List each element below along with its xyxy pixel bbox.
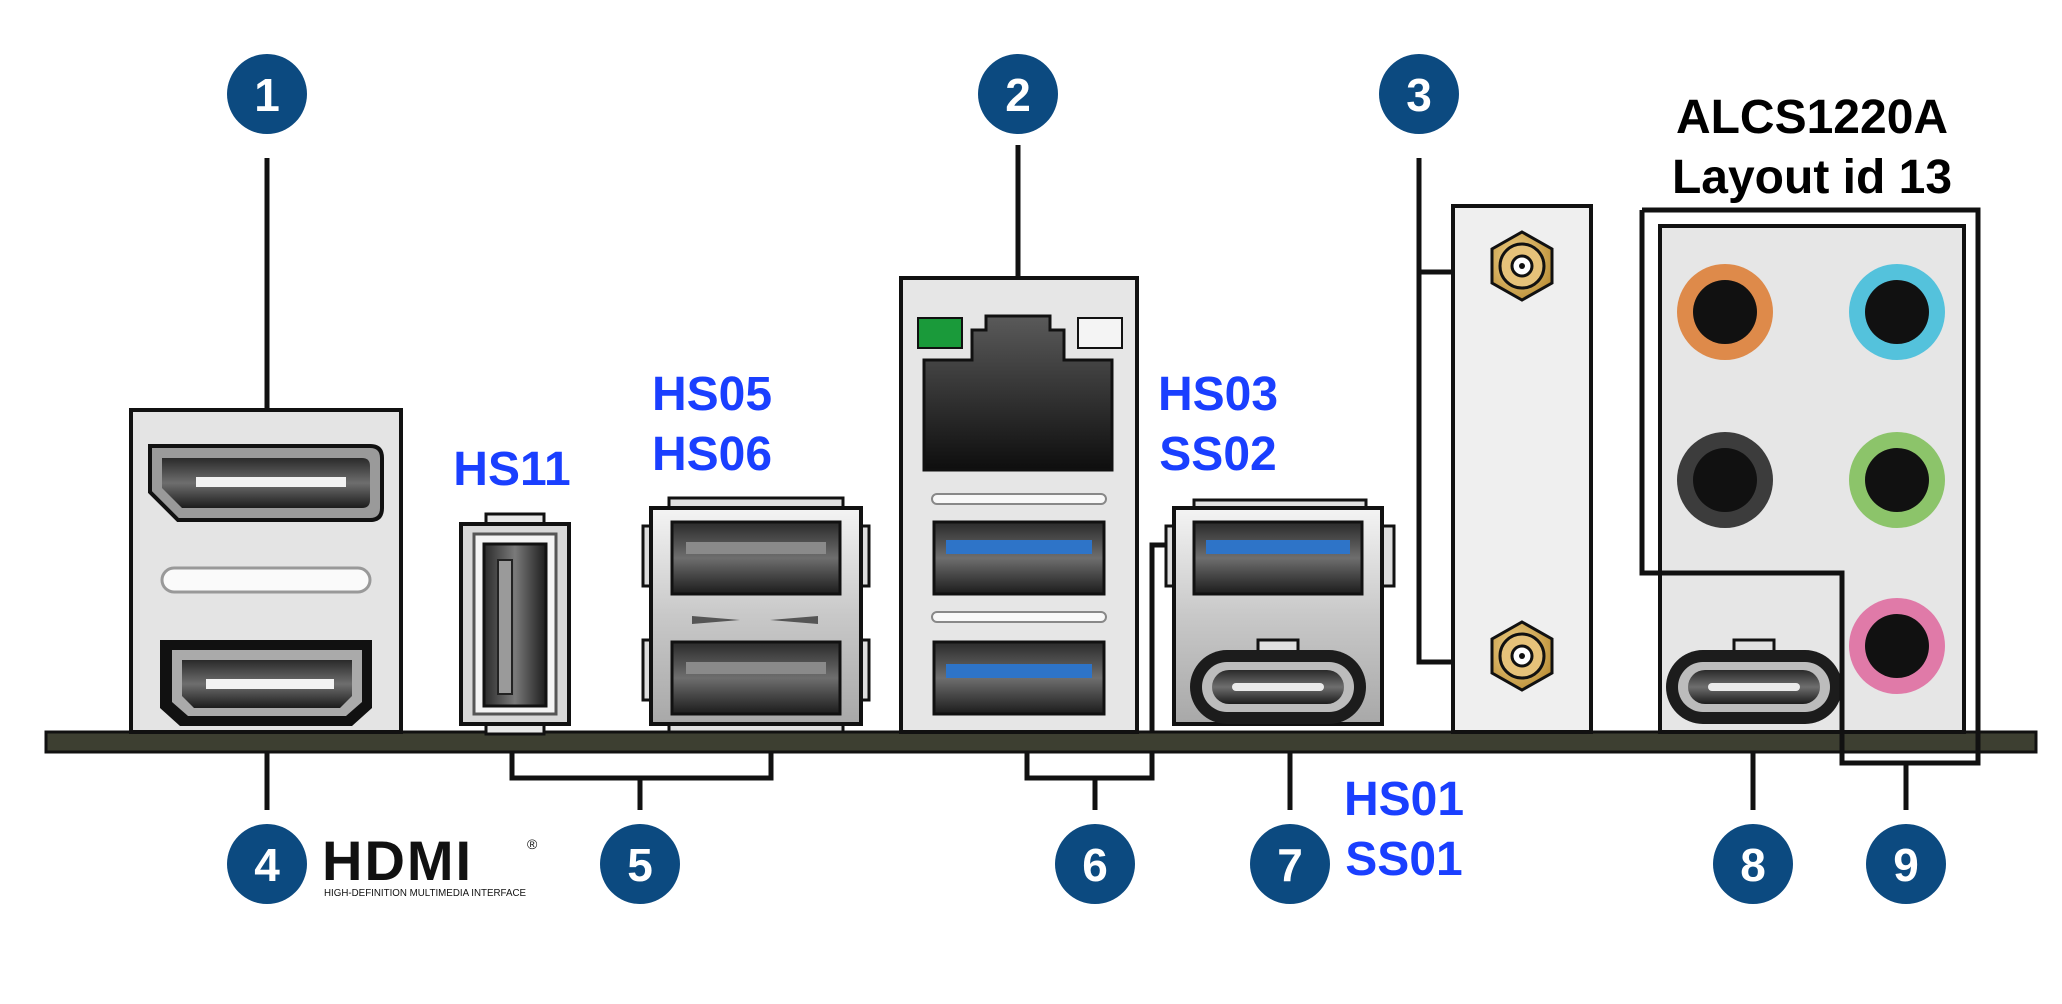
port-label-ss01: SS01	[1345, 833, 1462, 886]
badge-1: 1	[227, 54, 307, 134]
audio-jack-icon	[1677, 264, 1773, 360]
rj45-connector-icon	[922, 314, 1114, 472]
badge-2: 2	[978, 54, 1058, 134]
usb-a-connector-icon	[1192, 520, 1364, 596]
lan-led	[1077, 317, 1123, 349]
audio-jack-icon	[1849, 598, 1945, 694]
port-label-hs01: HS01	[1344, 773, 1464, 826]
badge-8: 8	[1713, 824, 1793, 904]
usb-c-connector-icon	[1666, 638, 1842, 724]
panel-slot	[160, 566, 372, 594]
hdmi-tagline: HIGH-DEFINITION MULTIMEDIA INTERFACE	[324, 888, 526, 899]
badge-6-number: 6	[1082, 839, 1108, 891]
badge-2-number: 2	[1005, 69, 1031, 121]
usb-a-connector-icon	[670, 520, 842, 596]
codec-title: ALCS1220A	[1676, 91, 1948, 144]
badge-6: 6	[1055, 824, 1135, 904]
lan-led-green	[917, 317, 963, 349]
usb3-usbc-block	[1164, 498, 1396, 726]
motherboard-edge	[44, 730, 2038, 754]
badge-1-number: 1	[254, 69, 280, 121]
audio-jack-icon	[1849, 264, 1945, 360]
displayport-connector-icon	[148, 444, 384, 522]
badge-5: 5	[600, 824, 680, 904]
audio-jack-icon	[1677, 432, 1773, 528]
port-label-ss02: SS02	[1159, 428, 1276, 481]
badge-9: 9	[1866, 824, 1946, 904]
lan-usb3-block	[899, 276, 1139, 734]
badge-4: 4	[227, 824, 307, 904]
usb-a-connector-icon	[482, 542, 548, 708]
usb-c-connector-icon	[1190, 638, 1366, 724]
sma-antenna-connector-icon	[1490, 230, 1554, 302]
port-label-hs05: HS05	[652, 368, 772, 421]
usb-a-connector-icon	[670, 640, 842, 716]
port-label-hs11: HS11	[453, 443, 570, 496]
audio-bracket	[1639, 207, 1981, 766]
badge-7-number: 7	[1277, 839, 1303, 891]
badge-7: 7	[1250, 824, 1330, 904]
layout-id-label: Layout id 13	[1672, 151, 1952, 204]
badge-5-number: 5	[627, 839, 653, 891]
badge-3: 3	[1379, 54, 1459, 134]
dp-hdmi-block	[129, 408, 403, 734]
port-label-hs03: HS03	[1158, 368, 1278, 421]
audio-block	[1658, 224, 1966, 734]
badge-9-number: 9	[1893, 839, 1919, 891]
hdmi-logo: HDMI ® HIGH-DEFINITION MULTIMEDIA INTERF…	[322, 829, 538, 899]
hdmi-wordmark: HDMI	[322, 829, 473, 892]
sma-antenna-connector-icon	[1490, 620, 1554, 692]
antenna-block	[1451, 204, 1593, 734]
audio-jack-icon	[1849, 432, 1945, 528]
hdmi-registered-mark: ®	[527, 836, 538, 852]
badge-3-number: 3	[1406, 69, 1432, 121]
hdmi-connector-icon	[160, 640, 372, 726]
usb-a-connector-icon	[932, 520, 1106, 596]
usb-a-connector-icon	[932, 640, 1106, 716]
badge-8-number: 8	[1740, 839, 1766, 891]
usb-a-stack-top-left	[641, 496, 871, 734]
port-label-hs06: HS06	[652, 428, 772, 481]
usb-a-vertical-port	[459, 512, 571, 736]
badge-4-number: 4	[254, 839, 280, 891]
